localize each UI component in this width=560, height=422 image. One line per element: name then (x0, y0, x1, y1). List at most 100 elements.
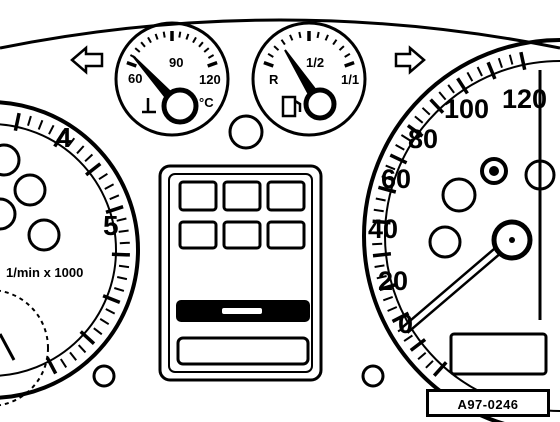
warning-lamp-circle (524, 159, 556, 191)
warning-lamp-circle (13, 173, 47, 207)
temp-gauge-tick (185, 33, 190, 40)
tachometer-tick (116, 217, 127, 222)
speedometer-tick (374, 264, 385, 268)
speedometer-dial-ring (362, 38, 560, 422)
warning-lamp-circle (0, 143, 21, 177)
speedometer-number-120: 120 (502, 84, 548, 114)
speedometer-tick (389, 153, 408, 165)
display-text-bar-lower (176, 336, 310, 366)
odometer-window (449, 332, 548, 376)
fuel-gauge-tick (298, 31, 302, 39)
warning-lamp-circle (428, 225, 462, 259)
turn-signal-right-arrow (394, 45, 426, 75)
speedometer-tick (497, 57, 503, 69)
tachometer-tick (109, 194, 120, 201)
warning-lamp-circle (441, 177, 477, 213)
tachometer-tick (84, 153, 94, 163)
fuel-scale-label-reserve: R (269, 72, 279, 87)
speedometer-tick (447, 84, 455, 94)
speedometer-inner-ring (384, 60, 560, 412)
fuel-gauge-tick (267, 52, 274, 58)
speedometer-number-0: 0 (398, 309, 414, 339)
fuel-gauge-tick (344, 60, 355, 68)
mounting-point-circle (361, 364, 385, 388)
temp-scale-label-60: 60 (128, 71, 143, 86)
center-lamp-circle (228, 114, 264, 150)
temp-gauge-tick (147, 36, 152, 44)
tachometer-tick (114, 287, 125, 292)
speedometer-tick (382, 295, 394, 302)
speedometer-tick (519, 51, 527, 71)
temp-gauge-ring (114, 21, 230, 137)
coolant-thermometer-icon (142, 98, 156, 114)
tachometer-inner-ring (0, 123, 117, 377)
tachometer-tick (48, 124, 55, 135)
speedometer-tick (486, 61, 497, 80)
speedometer-tick (466, 71, 474, 82)
temp-gauge-tick (126, 60, 137, 68)
tachometer-tick (105, 308, 116, 315)
fuel-scale-label-full: 1/1 (341, 72, 360, 87)
turn-signal-left-arrow (70, 45, 104, 75)
speedometer-tick (417, 352, 427, 361)
speedometer-tick (379, 282, 398, 292)
temp-gauge-tick (162, 31, 166, 38)
tachometer-tick (69, 351, 77, 361)
speedometer-number-20: 20 (378, 266, 409, 296)
tachometer-tick (13, 112, 21, 132)
temp-gauge-tick (154, 33, 159, 40)
fuel-pump-icon (281, 95, 302, 118)
fuel-gauge-tick (289, 34, 294, 41)
warning-lamp-circle (0, 197, 17, 231)
tachometer-tick (67, 137, 76, 147)
speedometer-tick (373, 208, 384, 213)
tachometer-tick (98, 172, 108, 181)
warning-lamp-circle (27, 218, 61, 252)
tachometer-tick (27, 115, 32, 126)
speedometer-tick (438, 91, 447, 101)
speedometer-tick (406, 124, 424, 138)
tachometer-tick (85, 162, 102, 177)
temp-gauge-tick (207, 54, 215, 59)
temp-scale-label-120: 120 (199, 72, 221, 87)
tachometer-tick (118, 264, 130, 269)
temp-scale-label-90: 90 (169, 55, 184, 70)
tachometer-tick (111, 252, 130, 257)
fuel-gauge-ring (251, 21, 367, 137)
reset-knob-center (489, 166, 499, 176)
speedometer-hub-center (509, 237, 515, 243)
display-segment (266, 180, 306, 212)
tachometer-number-5: 5 (103, 210, 119, 241)
tachometer-tick (79, 330, 96, 345)
speedometer-tick (429, 98, 445, 114)
fuel-scale-label-half: 1/2 (306, 55, 325, 70)
mounting-point-circle (92, 364, 116, 388)
temp-gauge-tick (178, 31, 182, 38)
speedometer-tick (403, 334, 413, 342)
speedometer-number-100: 100 (444, 94, 490, 124)
fuel-gauge-tick (324, 34, 329, 41)
tachometer-dial-ring (0, 100, 140, 400)
tachometer-tick (118, 229, 129, 233)
display-segment (178, 220, 218, 250)
temp-gauge-tick (203, 47, 210, 53)
speedometer-tick (377, 185, 397, 194)
speedometer-tick (381, 175, 392, 181)
speedometer-number-40: 40 (368, 214, 399, 244)
tachometer-tick (59, 358, 68, 368)
tachometer-tick (53, 130, 66, 148)
speedometer-number-80: 80 (408, 124, 439, 154)
tachometer-needle-stub (0, 333, 16, 361)
speedometer-tick (414, 115, 424, 124)
speedometer-tick (395, 144, 405, 151)
tachometer-tick (77, 344, 87, 354)
display-segment (178, 180, 218, 212)
speedometer-tick (425, 360, 434, 369)
tachometer-tick (104, 183, 115, 190)
temp-gauge-tick (134, 47, 141, 53)
tachometer-tick (45, 356, 58, 375)
tachometer-number-4: 4 (56, 122, 72, 153)
speedometer-tick (372, 252, 392, 258)
fuel-gauge-tick (280, 39, 286, 46)
